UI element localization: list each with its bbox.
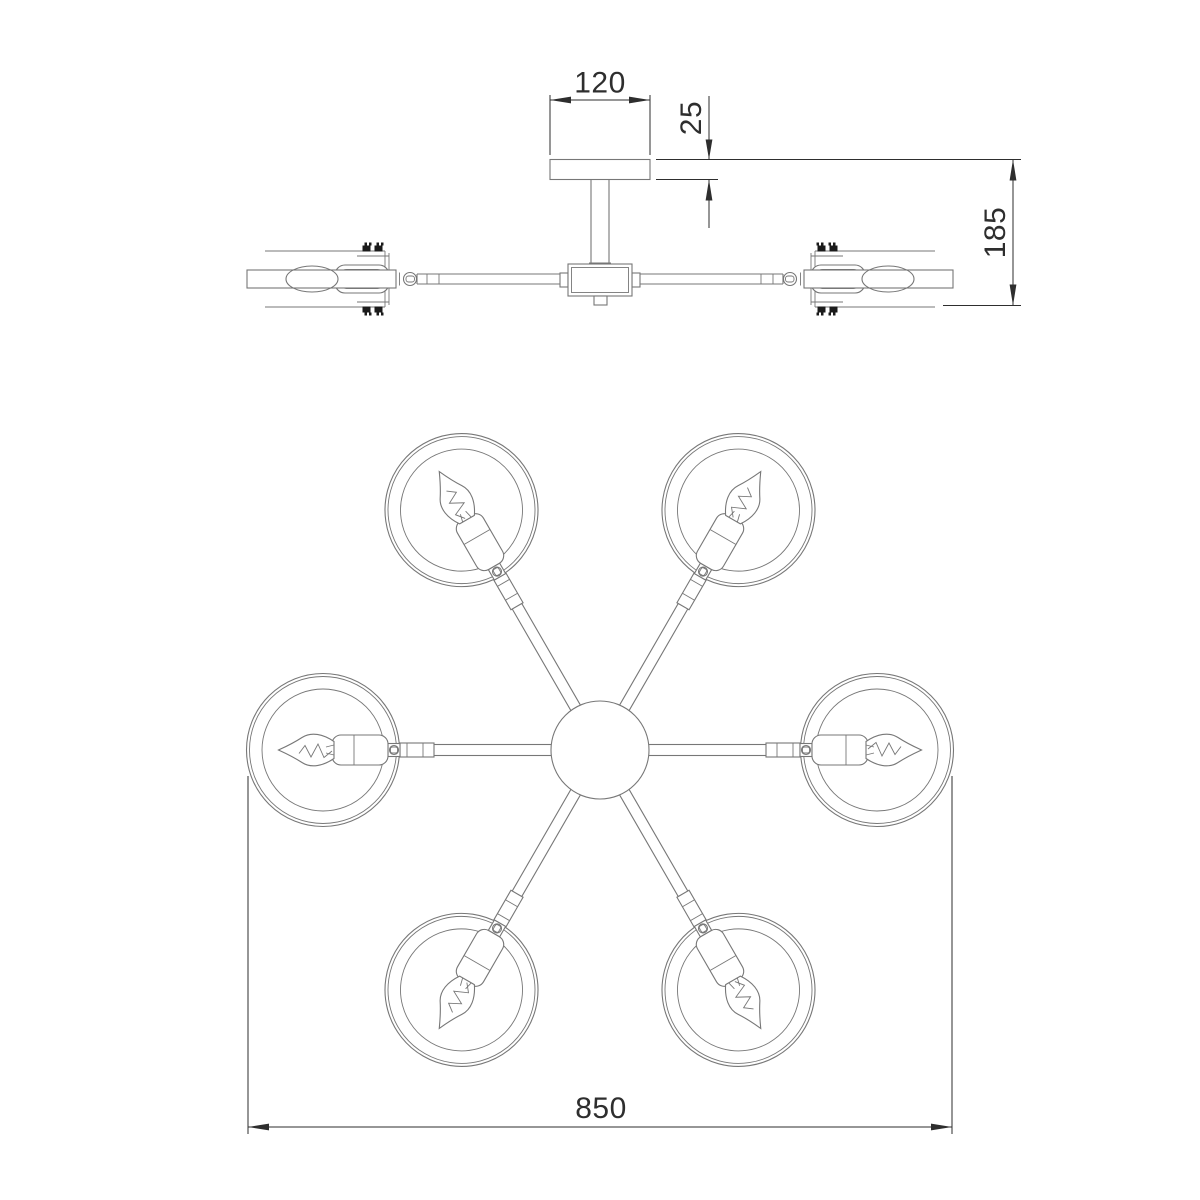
dim-overall-diameter: 850 (247, 776, 953, 1134)
dim-label-overall-height: 185 (979, 207, 1012, 259)
extension-lines (549, 95, 651, 155)
plan-lamp-unit (644, 672, 955, 828)
extension-lines (247, 776, 953, 1134)
plan-lamp-unit (356, 750, 645, 1095)
arrowhead-down (705, 139, 713, 160)
center-hub-box (567, 263, 633, 297)
hub-circle (550, 700, 650, 800)
plan-lamp-unit (555, 405, 844, 750)
dim-label-canopy-width: 120 (574, 67, 626, 100)
plan-lamp-unit (555, 750, 844, 1095)
side-lamp-left (246, 241, 569, 317)
side-view: 120 25 185 (246, 67, 1021, 317)
arrowhead-right (629, 96, 650, 104)
dim-canopy-width: 120 (549, 67, 651, 155)
center-hub-box-inner (571, 267, 629, 293)
arrowhead-up (1009, 159, 1017, 181)
plan-lamp-unit (356, 405, 645, 750)
dim-canopy-thickness: 25 (656, 96, 1021, 228)
arrowhead-up (705, 179, 713, 201)
dim-label-overall-diameter: 850 (575, 1092, 627, 1125)
dim-label-canopy-thickness: 25 (675, 101, 708, 135)
top-view: 850 (245, 405, 955, 1134)
side-lamp-right (631, 241, 954, 317)
arrowhead-down (1009, 284, 1017, 306)
hub-nub (593, 295, 608, 306)
ceiling-canopy (549, 158, 651, 181)
stem (590, 179, 610, 264)
plan-lamp-unit (245, 672, 556, 828)
arrowhead-left (550, 96, 571, 104)
arrowhead-left (248, 1123, 269, 1131)
arrowhead-right (931, 1123, 952, 1131)
dim-overall-height: 185 (943, 159, 1021, 306)
